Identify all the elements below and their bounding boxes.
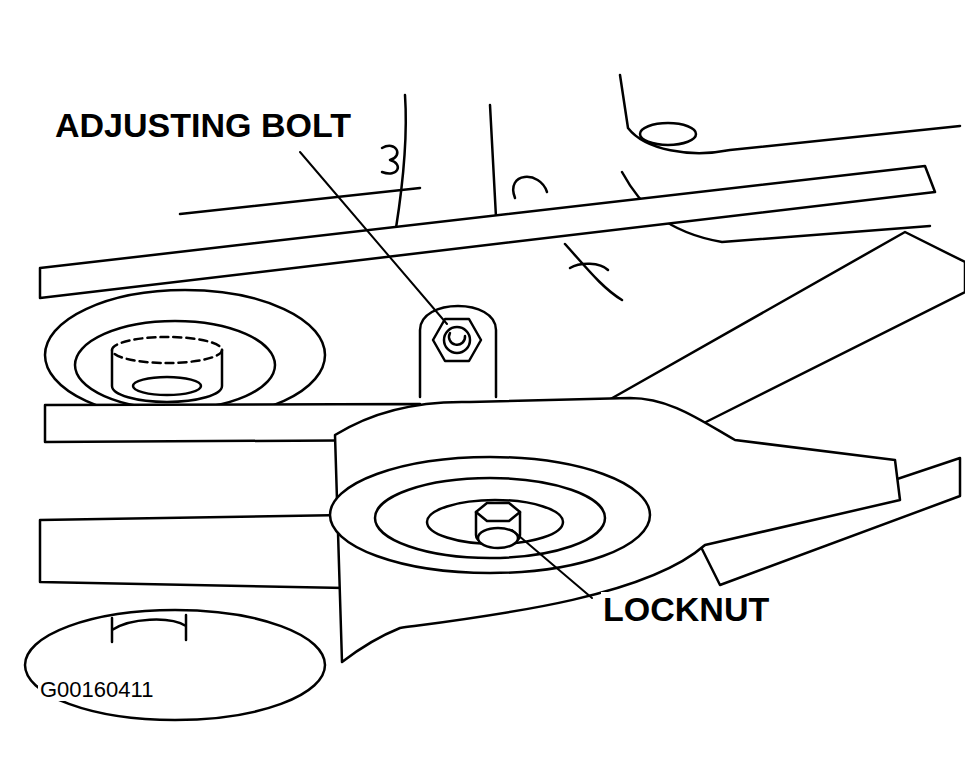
leader-line	[300, 152, 447, 324]
engine-detail	[382, 146, 398, 174]
drive-belt	[40, 166, 935, 298]
pulley	[45, 290, 325, 420]
pulley-hub	[112, 337, 222, 363]
locknut	[476, 503, 520, 521]
engine-detail	[570, 264, 608, 270]
engine-detail	[513, 177, 547, 198]
pulley-hub	[112, 615, 186, 642]
pulley-hub	[133, 377, 201, 395]
idler-pulley	[330, 457, 650, 573]
drive-belt	[40, 515, 345, 588]
pulley-hub	[112, 350, 222, 402]
drive-belt	[180, 188, 420, 214]
part-label: ADJUSTING BOLT	[53, 108, 353, 142]
figure-number: G00160411	[38, 679, 155, 701]
idler-pulley	[375, 478, 605, 558]
engine-boss	[640, 123, 696, 145]
adjusting-bolt	[449, 333, 465, 345]
drive-belt	[600, 232, 965, 425]
leader-line	[512, 530, 592, 598]
part-label: LOCKNUT	[601, 592, 771, 626]
bolt-tab	[420, 306, 496, 397]
adjusting-bolt	[444, 327, 470, 353]
pulley-groove	[75, 321, 275, 409]
adjusting-bolt	[433, 319, 481, 361]
engine-edge	[620, 75, 960, 153]
engine-edge	[565, 244, 622, 300]
pulley	[25, 610, 325, 720]
engine-edge	[396, 95, 406, 228]
